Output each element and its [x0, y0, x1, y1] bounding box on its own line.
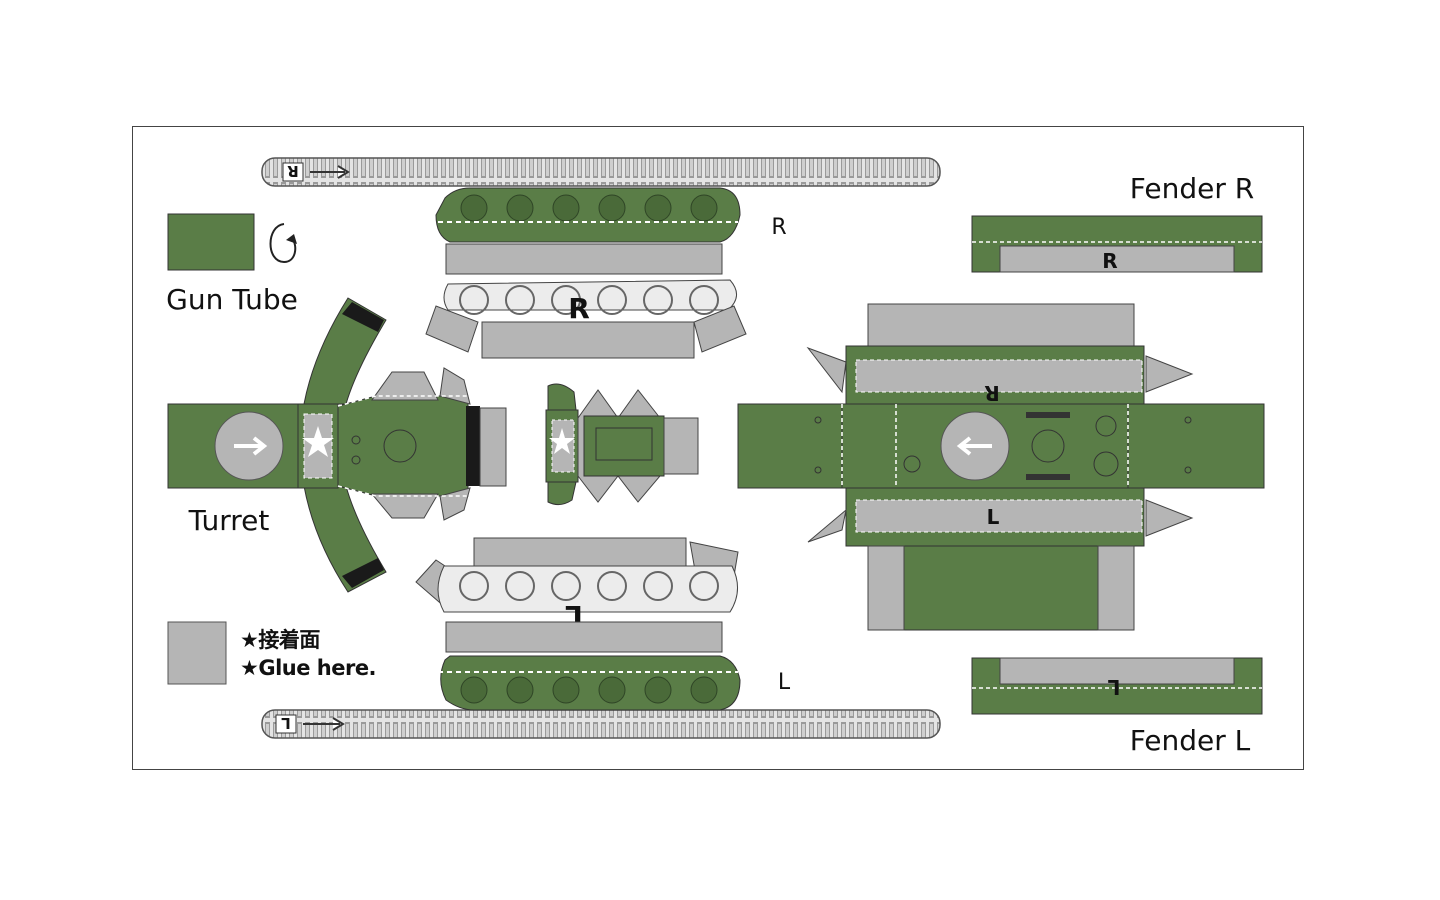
fender-l-mark: L: [1107, 675, 1120, 699]
track-r-side-label: R: [771, 215, 786, 240]
tread-l-mark: L: [281, 714, 291, 732]
fender-l-part: L: [971, 657, 1263, 715]
turret-top-part: [545, 383, 699, 506]
gun-tube-label: Gun Tube: [166, 283, 298, 316]
tread-r: R: [261, 157, 941, 187]
track-r-mark: R: [568, 292, 590, 325]
hull-part: R L: [737, 303, 1265, 631]
gun-tube-part: [167, 213, 255, 271]
fender-r-part: R: [971, 215, 1263, 273]
arrow-left-icon: [956, 436, 992, 456]
star-icon: [302, 426, 334, 457]
track-r-panel: R: [425, 187, 747, 359]
direction-arrow-icon: [303, 717, 345, 731]
arrow-right-icon: [234, 436, 268, 456]
glue-legend-jp: ★接着面: [240, 628, 320, 652]
hull-l-mark: L: [987, 505, 1000, 529]
track-l-panel: L: [415, 537, 741, 711]
rotate-arrow-icon: [269, 223, 297, 264]
track-l-side-label: L: [778, 670, 791, 695]
tread-l: L: [261, 709, 941, 739]
fender-r-label: Fender R: [1130, 172, 1254, 205]
glue-legend-en: ★Glue here.: [240, 656, 377, 680]
glue-legend-swatch: [167, 621, 227, 685]
star-icon: [549, 428, 575, 454]
fender-r-mark: R: [1102, 249, 1117, 273]
turret-part: [167, 297, 507, 593]
fender-l-label: Fender L: [1130, 724, 1251, 757]
tread-r-mark: R: [287, 162, 299, 180]
turret-label: Turret: [188, 504, 270, 537]
direction-arrow-icon: [310, 165, 350, 179]
hull-r-mark: R: [984, 381, 999, 405]
